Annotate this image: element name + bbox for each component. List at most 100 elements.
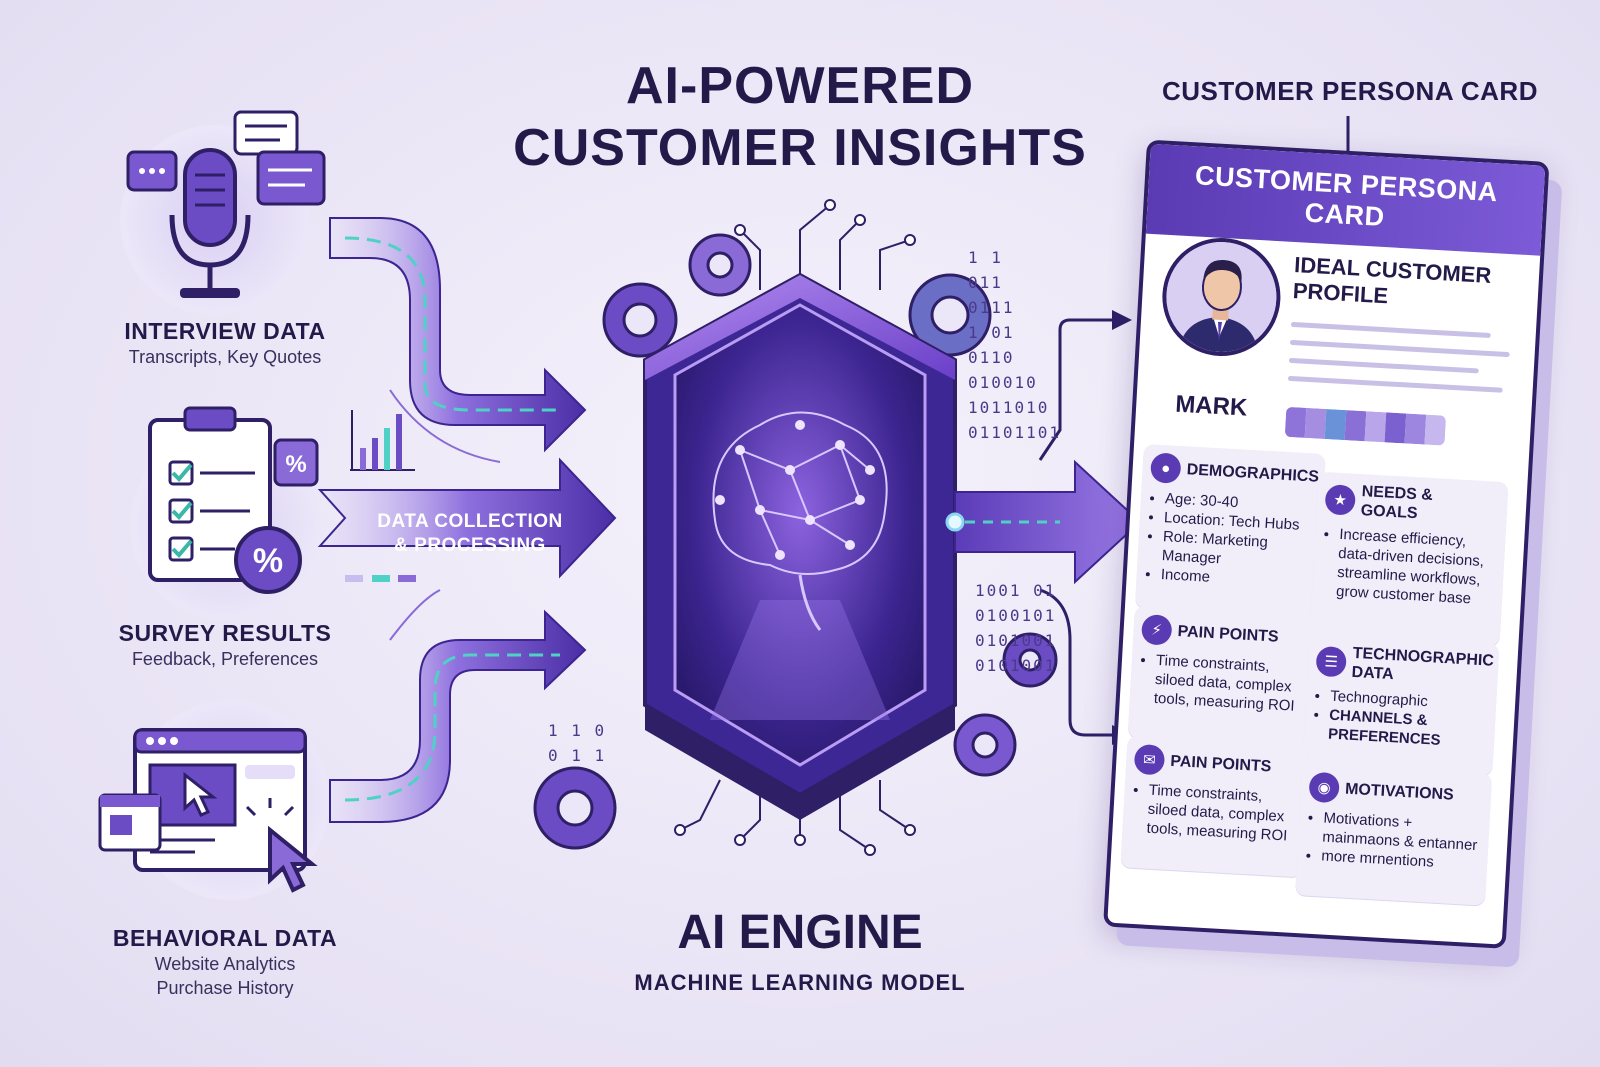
source-subtitle: Purchase History bbox=[156, 978, 294, 998]
section-title: PAIN POINTS bbox=[1177, 622, 1280, 646]
cursor-icon bbox=[183, 771, 318, 893]
clipboard-icon bbox=[148, 406, 272, 582]
persona-caption: CUSTOMER PERSONA CARD bbox=[1162, 76, 1538, 106]
binary-line: 011 bbox=[968, 273, 1003, 292]
gear-icon bbox=[1002, 632, 1058, 688]
section-title: NEEDS & GOALS bbox=[1360, 483, 1434, 523]
avatar bbox=[1159, 234, 1284, 360]
profile-placeholder-line bbox=[1290, 321, 1491, 339]
page-title: AI-POWERED CUSTOMER INSIGHTS bbox=[500, 55, 1100, 179]
target-person-icon: ★ bbox=[1324, 484, 1357, 516]
input-arrow-middle bbox=[317, 457, 617, 579]
profile-placeholder-line bbox=[1289, 339, 1510, 358]
progress-dashes bbox=[345, 575, 416, 582]
profile-title: IDEAL CUSTOMER PROFILE bbox=[1292, 252, 1492, 309]
section-title: PAIN POINTS bbox=[1169, 752, 1272, 775]
binary-line: 1011010 bbox=[968, 398, 1050, 417]
microphone-icon bbox=[169, 148, 251, 298]
source-title: BEHAVIORAL DATA bbox=[112, 925, 338, 951]
title-line-1: AI-POWERED bbox=[626, 57, 974, 115]
binary-stream: 1 1 0 0 1 1 bbox=[548, 718, 628, 768]
ai-engine-hexagon bbox=[643, 272, 957, 820]
thin-flow-line bbox=[389, 589, 441, 641]
binary-line: 0100101 bbox=[975, 606, 1057, 625]
binary-line: 0101001 bbox=[975, 631, 1057, 650]
document-icon: ☰ bbox=[1315, 645, 1348, 678]
source-interview: INTERVIEW DATA Transcripts, Key Quotes bbox=[90, 318, 360, 369]
binary-line: 1001 01 bbox=[975, 581, 1057, 600]
binary-line: 1 01 bbox=[968, 323, 1015, 342]
binary-line: 01101101 bbox=[968, 423, 1062, 442]
source-survey: SURVEY RESULTS Feedback, Preferences bbox=[90, 620, 360, 671]
section-item: Increase efficiency, data-driven decisio… bbox=[1336, 525, 1498, 610]
persona-name: MARK bbox=[1174, 390, 1248, 422]
svg-text:%: % bbox=[285, 451, 306, 478]
bar-chart-icon bbox=[350, 410, 415, 471]
source-subtitle: Transcripts, Key Quotes bbox=[128, 347, 322, 367]
collection-line-1: DATA COLLECTION bbox=[377, 511, 563, 532]
output-branch-top bbox=[1038, 318, 1120, 461]
persona-card: CUSTOMER PERSONA CARD MARK IDEAL CUSTOME… bbox=[1103, 139, 1550, 949]
gear-icon bbox=[533, 766, 617, 850]
color-swatch bbox=[1344, 410, 1367, 442]
persona-section-pain-points-2: ✉PAIN POINTS Time constraints, siloed da… bbox=[1120, 735, 1310, 878]
color-swatch bbox=[1384, 412, 1407, 444]
gear-icon bbox=[953, 713, 1017, 777]
color-swatch bbox=[1324, 409, 1347, 441]
output-arrow-main bbox=[945, 459, 1142, 585]
color-swatch bbox=[1424, 414, 1447, 446]
brain-nodes bbox=[715, 420, 875, 560]
binary-line: 0110 bbox=[968, 348, 1015, 367]
svg-text:%: % bbox=[253, 542, 283, 580]
source-title: SURVEY RESULTS bbox=[118, 620, 332, 646]
chat-icon: ✉ bbox=[1133, 743, 1166, 776]
chat-bubble-icon bbox=[126, 110, 326, 206]
pain-point-icon: ⚡ bbox=[1140, 614, 1173, 646]
collection-line-2: & PROCESSING bbox=[394, 535, 546, 556]
source-subtitle: Website Analytics bbox=[154, 954, 296, 974]
persona-color-bar bbox=[1284, 406, 1447, 446]
persona-section-motivations: ◉MOTIVATIONS Motivations + mainmaons & e… bbox=[1295, 763, 1493, 906]
data-collection-label: DATA COLLECTION & PROCESSING bbox=[350, 510, 590, 558]
section-item: Time constraints, siloed data, complex t… bbox=[1153, 651, 1306, 716]
title-line-2: CUSTOMER INSIGHTS bbox=[513, 119, 1087, 177]
binary-line: 0111 bbox=[968, 298, 1015, 317]
gear-icon bbox=[602, 282, 678, 358]
persona-section-technographic: ☰TECHNOGRAPHIC DATA Technographic CHANNE… bbox=[1302, 633, 1500, 776]
input-arrow-bottom bbox=[329, 609, 587, 823]
circuit-nodes bbox=[674, 199, 916, 856]
section-title: DEMOGRAPHICS bbox=[1186, 460, 1320, 486]
thin-flow-line bbox=[389, 389, 501, 463]
people-icon: ● bbox=[1149, 452, 1182, 484]
source-subtitle: Feedback, Preferences bbox=[131, 649, 319, 669]
persona-section-pain-points-1: ⚡PAIN POINTS Time constraints, siloed da… bbox=[1127, 605, 1317, 748]
profile-placeholder-line bbox=[1288, 357, 1479, 374]
person-avatar-icon bbox=[1163, 238, 1280, 355]
input-arrow-top bbox=[329, 217, 587, 453]
binary-line: 0 1 1 bbox=[548, 746, 607, 765]
binary-line: 0101001 bbox=[975, 656, 1057, 675]
persona-section-needs-goals: ★NEEDS & GOALS Increase efficiency, data… bbox=[1309, 471, 1509, 647]
target-icon: ◉ bbox=[1308, 771, 1341, 804]
binary-stream: 1001 01 0100101 0101001 0101001 bbox=[975, 578, 1075, 678]
persona-section-demographics: ●DEMOGRAPHICS Age: 30-40 Location: Tech … bbox=[1134, 443, 1326, 618]
binary-line: 010010 bbox=[968, 373, 1038, 392]
color-swatch bbox=[1364, 411, 1387, 443]
binary-line: 1 1 bbox=[968, 248, 1003, 267]
source-title: INTERVIEW DATA bbox=[124, 318, 326, 344]
profile-placeholder-line bbox=[1287, 375, 1503, 393]
source-behavioral: BEHAVIORAL DATA Website Analytics Purcha… bbox=[90, 925, 360, 1000]
persona-card-wrapper: CUSTOMER PERSONA CARD MARK IDEAL CUSTOME… bbox=[1103, 139, 1550, 949]
section-title: TECHNOGRAPHIC DATA bbox=[1351, 644, 1495, 684]
color-swatch bbox=[1284, 406, 1307, 438]
binary-stream: 1 1 011 0111 1 01 0110 010010 1011010 01… bbox=[968, 245, 1068, 445]
engine-subtitle: MACHINE LEARNING MODEL bbox=[634, 970, 966, 995]
binary-line: 1 1 0 bbox=[548, 721, 607, 740]
output-branch-bottom bbox=[1039, 588, 1120, 737]
gear-icon bbox=[688, 233, 752, 297]
section-item: CHANNELS & PREFERENCES bbox=[1328, 706, 1488, 753]
color-swatch bbox=[1304, 407, 1327, 439]
percent-badge-icon: % % bbox=[234, 438, 319, 594]
engine-title: AI ENGINE bbox=[677, 906, 923, 959]
